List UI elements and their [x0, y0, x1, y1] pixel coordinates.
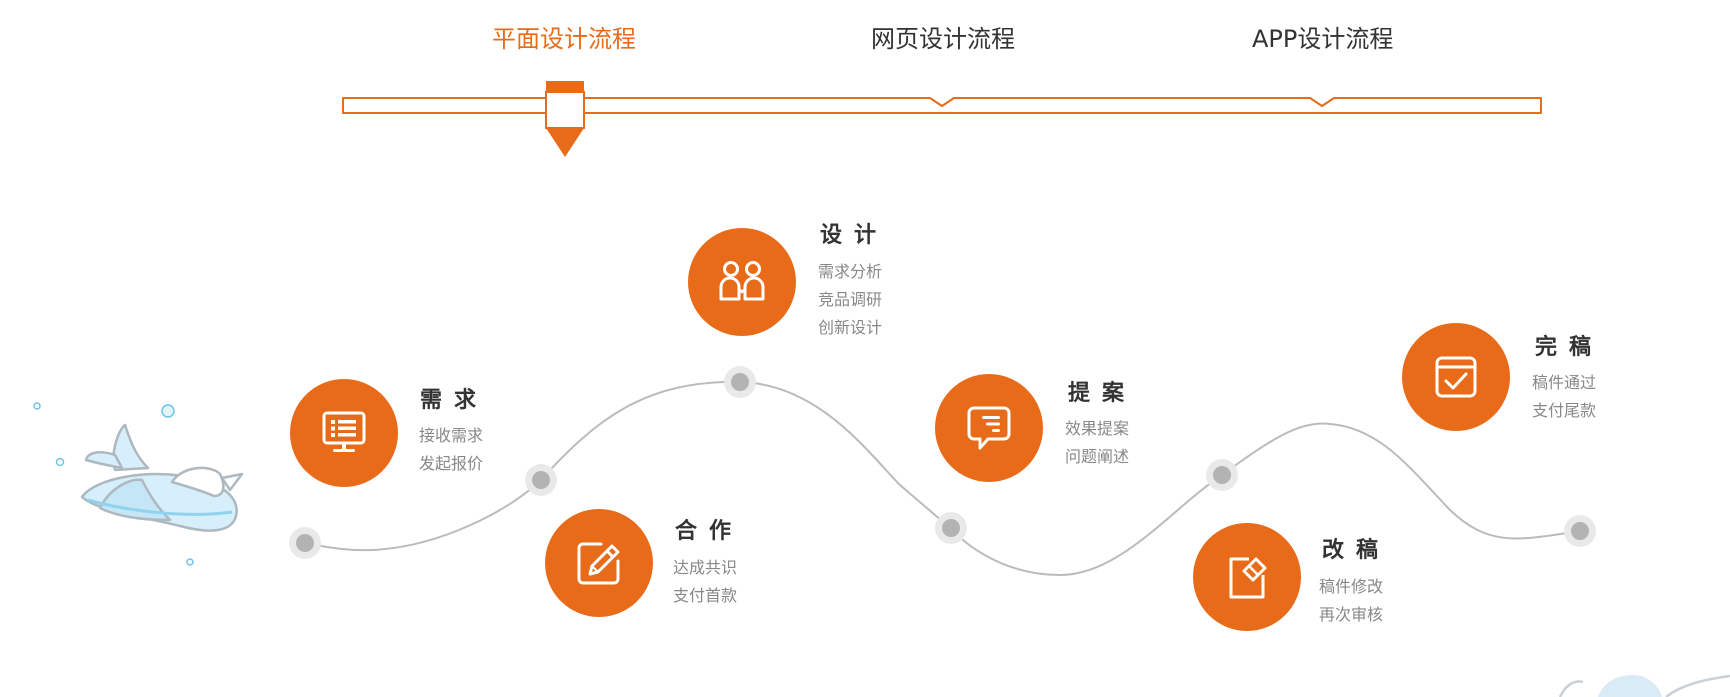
step-revision-button[interactable] [1193, 523, 1301, 631]
step-title: 改稿 [1322, 538, 1391, 563]
calendar-check-icon [1435, 356, 1477, 398]
step-completion-button[interactable] [1402, 323, 1510, 431]
tab-indicator-marker[interactable] [545, 81, 585, 157]
node-dot [935, 512, 967, 544]
step-title: 设计 [820, 223, 889, 248]
step-detail: 发起报价 [419, 454, 484, 473]
step-detail: 稿件通过 [1532, 373, 1597, 392]
node-dot [525, 464, 557, 496]
step-detail: 需求分析 [818, 262, 883, 281]
step-detail: 问题阐述 [1065, 447, 1130, 466]
step-detail: 效果提案 [1065, 419, 1130, 438]
tab-graphic-design-process[interactable]: 平面设计流程 [492, 25, 636, 53]
step-detail: 支付尾款 [1532, 401, 1597, 420]
step-design-button[interactable] [688, 228, 796, 336]
node-dot [724, 366, 756, 398]
step-title: 需求 [420, 388, 489, 413]
step-requirement-button[interactable] [290, 379, 398, 487]
tab-app-design-process[interactable]: APP设计流程 [1252, 25, 1394, 53]
step-proposal-button[interactable] [935, 374, 1043, 482]
team-people-icon [719, 261, 765, 301]
step-detail: 再次审核 [1319, 605, 1384, 624]
step-cooperation-button[interactable] [545, 509, 653, 617]
step-title: 合作 [675, 519, 744, 544]
step-detail: 稿件修改 [1319, 577, 1384, 596]
node-dot [289, 527, 321, 559]
node-dot [1206, 459, 1238, 491]
step-title: 完稿 [1535, 335, 1604, 360]
step-detail: 接收需求 [419, 426, 484, 445]
step-title: 提案 [1068, 381, 1137, 406]
edit-pen-icon [577, 542, 620, 585]
eraser-doc-icon [1229, 557, 1267, 599]
node-dot [1564, 515, 1596, 547]
tab-web-design-process[interactable]: 网页设计流程 [871, 25, 1015, 53]
chat-bubble-icon [967, 406, 1011, 450]
tab-slider-track [342, 81, 1542, 157]
monitor-list-icon [322, 411, 366, 452]
step-detail: 创新设计 [818, 318, 883, 337]
step-detail: 竞品调研 [818, 290, 883, 309]
step-detail: 支付首款 [673, 586, 738, 605]
step-detail: 达成共识 [673, 558, 738, 577]
